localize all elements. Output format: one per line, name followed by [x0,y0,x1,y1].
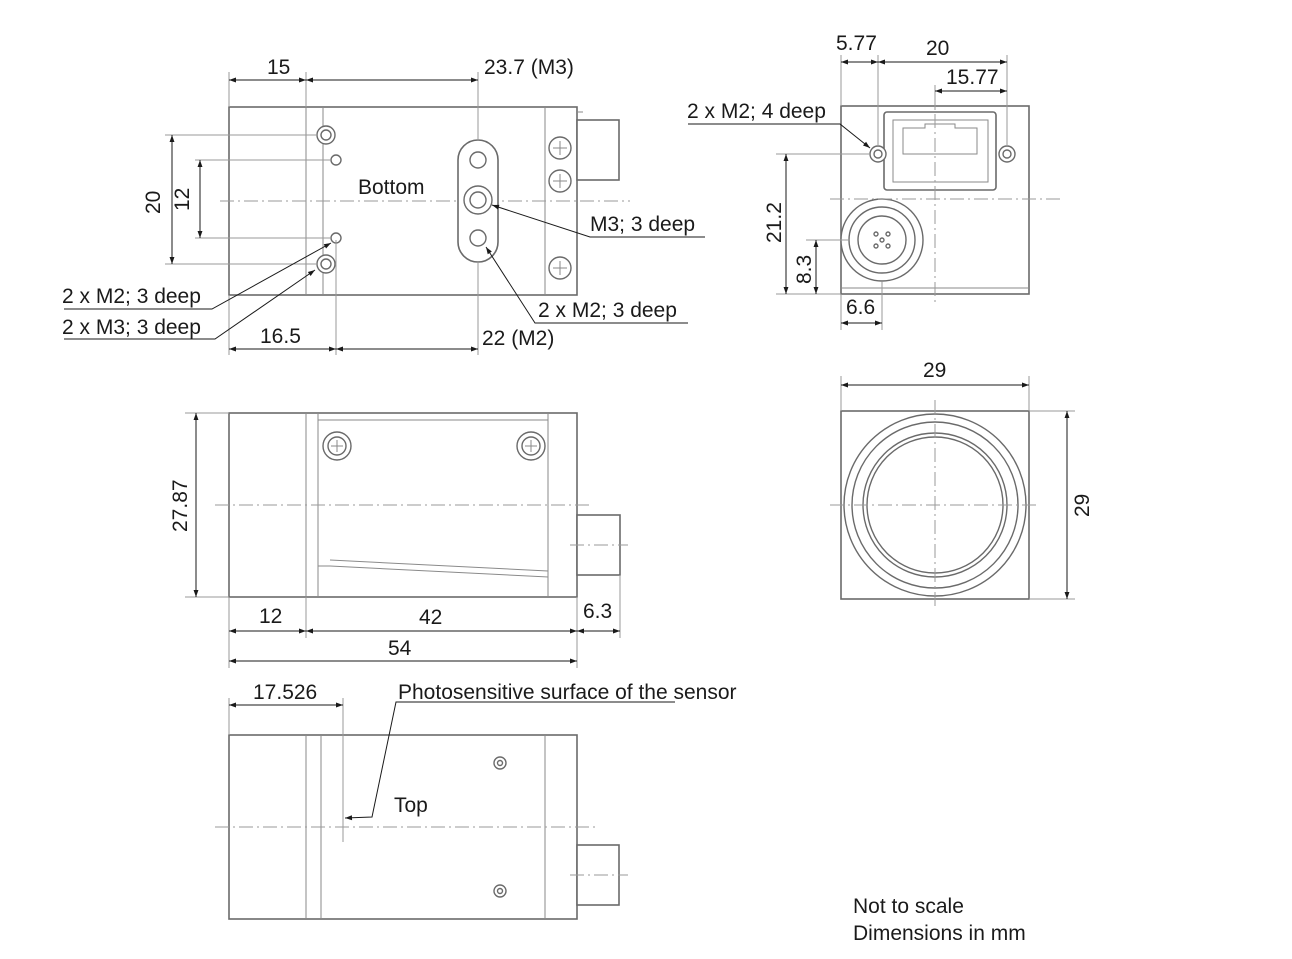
dim-rear-5-77: 5.77 [836,32,877,55]
callout-m3-left: 2 x M3; 3 deep [62,316,201,339]
dim-front-29-w: 29 [923,359,946,382]
dim-front-29-h: 29 [1071,494,1094,517]
dim-bottom-16-5: 16.5 [260,325,301,348]
dim-bottom-12: 12 [171,188,194,211]
side-view: 27.87 12 42 6.3 54 [169,412,628,668]
dim-side-54: 54 [388,637,412,660]
top-view-label: Top [394,794,428,817]
rear-view: 5.77 20 15.77 21.2 8.3 6.6 2 x M2; 4 dee… [687,32,1062,330]
dim-rear-20: 20 [926,37,949,60]
front-view: 29 29 [830,359,1094,610]
callout-m2-top: 2 x M2; 4 deep [687,100,826,123]
callout-sensor: Photosensitive surface of the sensor [398,681,737,704]
dim-side-42: 42 [419,606,442,629]
note-scale: Not to scale [853,895,964,918]
dim-bottom-20: 20 [142,191,165,214]
dim-rear-8-3: 8.3 [793,255,816,284]
dim-side-6-3: 6.3 [583,600,612,623]
dim-bottom-15: 15 [267,56,290,79]
screw-icon [548,136,572,280]
dim-bottom-23-7: 23.7 (M3) [484,56,574,79]
dim-bottom-22: 22 (M2) [482,327,554,350]
dim-rear-15-77: 15.77 [946,66,999,89]
dim-side-12: 12 [259,605,282,628]
callout-m2-left: 2 x M2; 3 deep [62,285,201,308]
note-units: Dimensions in mm [853,922,1026,945]
dim-rear-21-2: 21.2 [763,202,786,243]
round-connector-icon [840,198,924,282]
screw-icon [322,431,546,461]
dim-top-17-526: 17.526 [253,681,317,704]
dim-side-27-87: 27.87 [169,479,192,532]
dim-rear-6-6: 6.6 [846,296,875,319]
top-view: 17.526 Photosensitive surface of the sen… [215,681,737,920]
callout-m3-center: M3; 3 deep [590,213,695,236]
bottom-view: Bottom 15 23.7 (M3) 16.5 22 (M2) 20 12 M… [62,56,705,355]
bottom-view-label: Bottom [358,176,425,199]
callout-m2-right: 2 x M2; 3 deep [538,299,677,322]
bottom-view-connector [576,119,620,181]
